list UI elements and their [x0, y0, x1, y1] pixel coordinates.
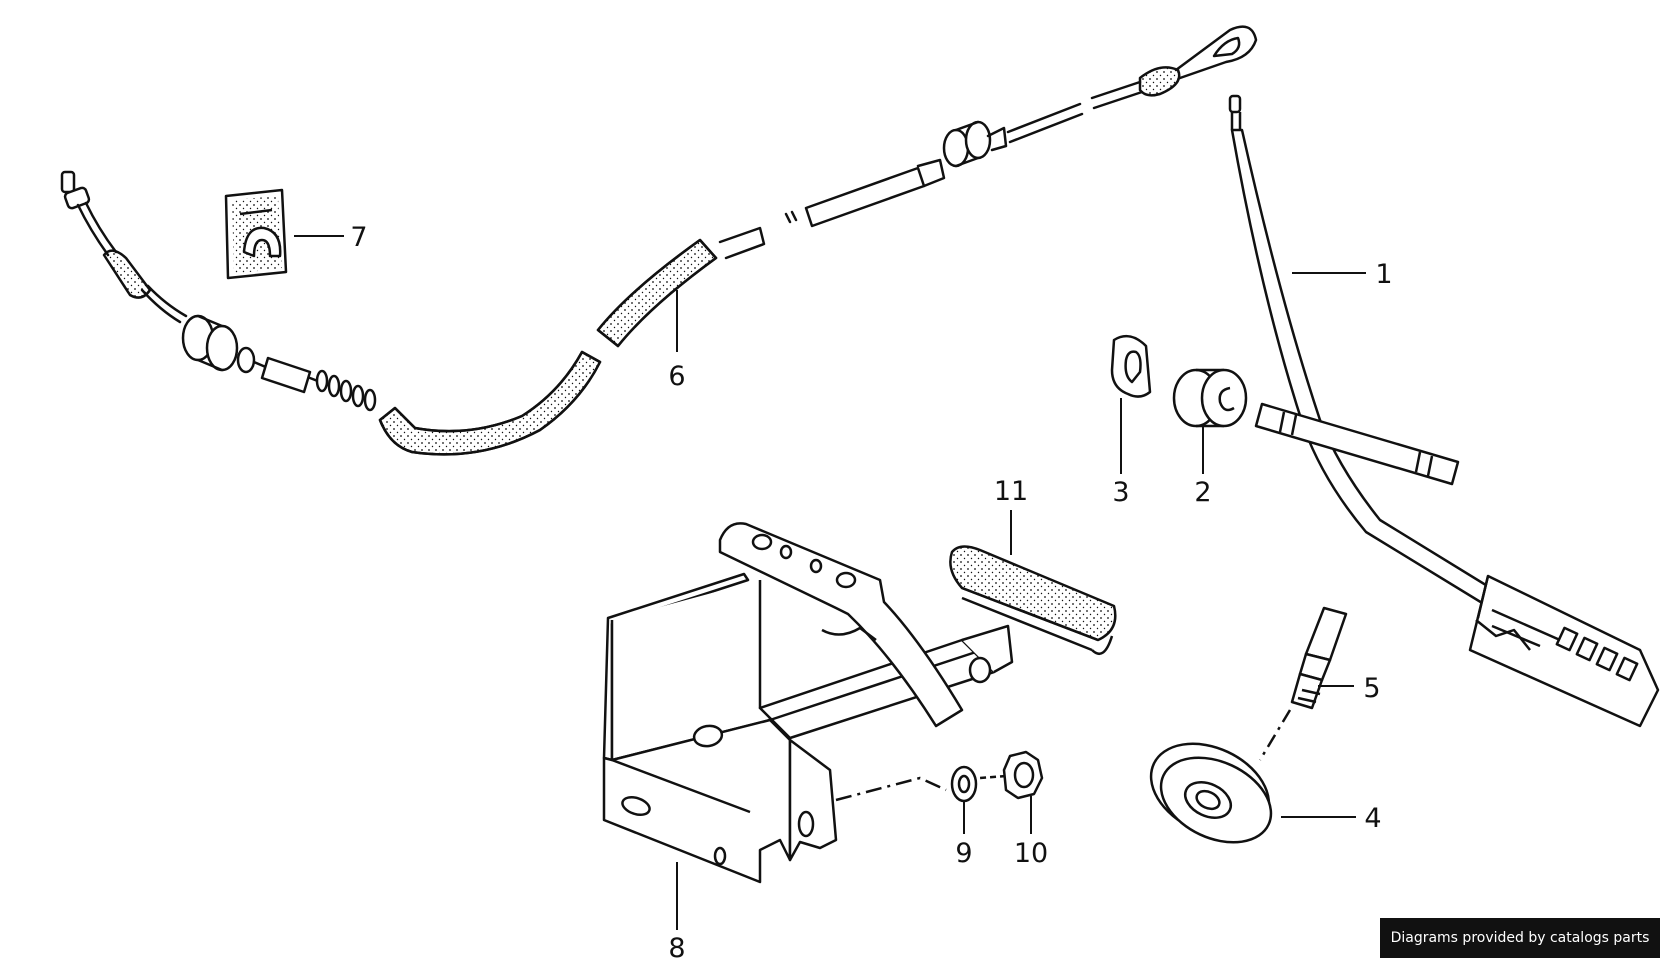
callout-11: 11	[994, 476, 1028, 507]
accelerator-rod-drawing	[1228, 94, 1660, 728]
callout-6: 6	[668, 361, 685, 392]
mounting-bracket-drawing	[602, 522, 1014, 884]
callout-2: 2	[1194, 477, 1211, 508]
nut-drawing	[1002, 750, 1044, 800]
stop-stud-drawing	[1258, 606, 1348, 761]
bushing-drawing	[1172, 368, 1248, 428]
cable-clip-drawing	[224, 188, 288, 280]
pedal-pad-drawing	[949, 545, 1117, 655]
callout-10: 10	[1014, 838, 1048, 869]
credit-text: Diagrams provided by catalogs parts	[1390, 930, 1650, 946]
callout-4: 4	[1364, 803, 1381, 834]
callout-numbers: 1 2 3 4 5 6 7 8 9 10 11	[350, 222, 1392, 958]
leader-lines	[294, 235, 1366, 930]
callout-3: 3	[1112, 477, 1129, 508]
callout-5: 5	[1363, 673, 1380, 704]
throttle-cable-drawing	[60, 25, 1258, 456]
callout-7: 7	[350, 222, 367, 253]
rubber-stop-drawing	[1149, 742, 1273, 844]
washer-drawing	[950, 765, 978, 803]
callout-1: 1	[1375, 259, 1392, 290]
callout-9: 9	[955, 838, 972, 869]
callout-8: 8	[668, 933, 685, 958]
retaining-clip-drawing	[1110, 334, 1152, 398]
credit-badge: Diagrams provided by catalogs parts	[1380, 918, 1660, 958]
